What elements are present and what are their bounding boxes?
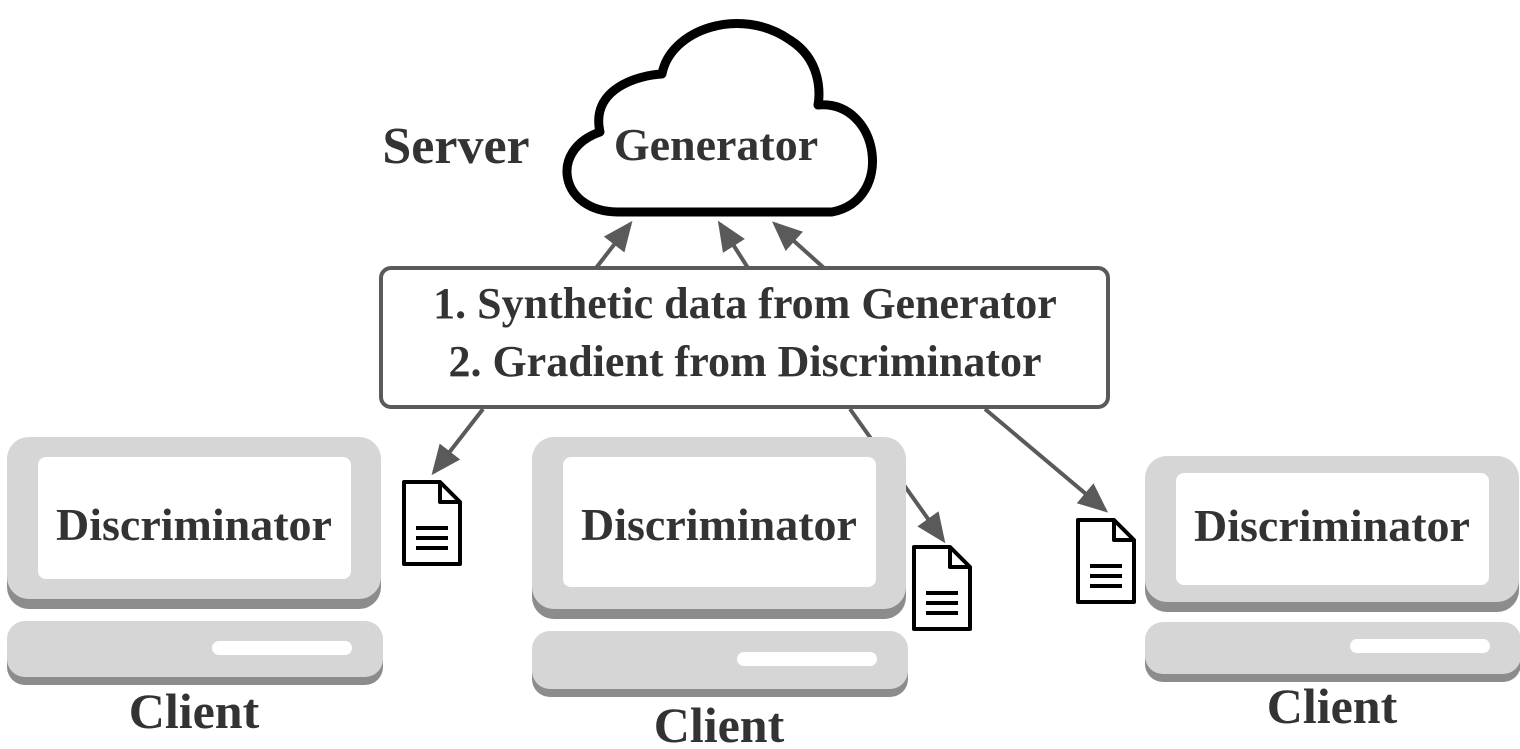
server-cloud: Generator Server	[382, 19, 877, 217]
document-icon	[402, 480, 462, 566]
upload-arrows	[594, 220, 826, 270]
document-icon	[912, 545, 972, 631]
client-left: Discriminator Client	[7, 437, 383, 739]
laptop-icon	[7, 437, 383, 685]
client-left-screen-label: Discriminator	[56, 499, 332, 550]
client-right: Discriminator Client	[1145, 456, 1520, 734]
client-center-label: Client	[654, 697, 785, 749]
arrow-down-left	[431, 407, 485, 476]
server-label: Server	[382, 118, 529, 175]
message-line-1: 1. Synthetic data from Generator	[433, 279, 1057, 328]
client-right-label: Client	[1267, 678, 1398, 734]
client-center: Discriminator Client	[532, 437, 908, 749]
arrow-up-left	[594, 220, 633, 270]
cloud-icon	[562, 19, 877, 217]
arrow-up-right	[772, 221, 826, 270]
client-right-screen-label: Discriminator	[1194, 500, 1470, 551]
client-left-label: Client	[129, 683, 260, 739]
message-box-frame	[379, 266, 1110, 409]
generator-label: Generator	[614, 119, 818, 170]
arrow-down-right	[983, 407, 1109, 513]
document-icon	[1076, 518, 1136, 604]
message-line-2: 2. Gradient from Discriminator	[448, 337, 1041, 386]
laptop-icon	[532, 437, 908, 697]
laptop-icon	[1145, 456, 1520, 682]
client-center-screen-label: Discriminator	[581, 499, 857, 550]
message-box: 1. Synthetic data from Generator 2. Grad…	[379, 266, 1110, 409]
arrow-up-center	[717, 220, 750, 270]
